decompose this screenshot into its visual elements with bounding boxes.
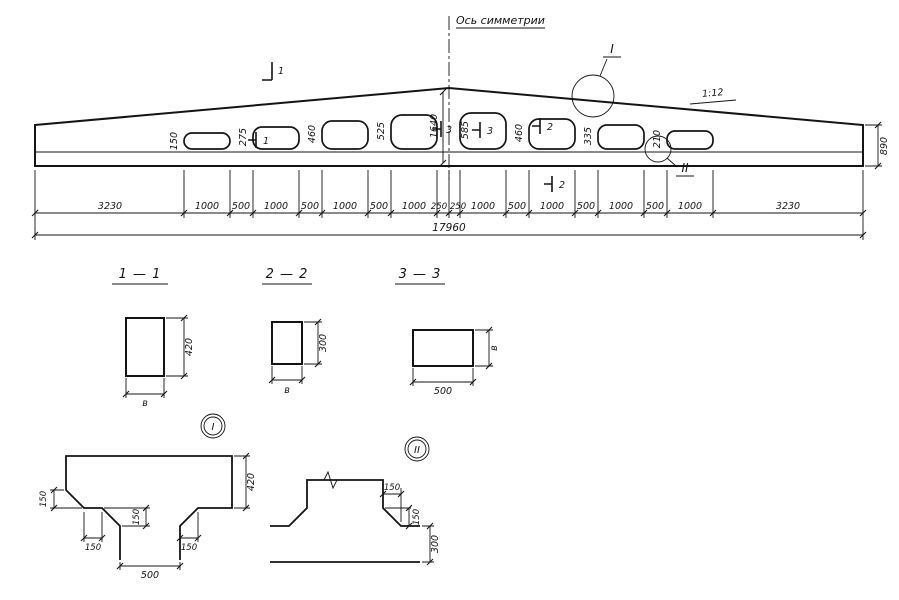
dim-label: 3230	[98, 201, 122, 212]
web-dim: 210	[652, 130, 663, 148]
detail-1-edge-chamfer-h-dim: 150	[85, 543, 101, 553]
web-dim: 460	[514, 124, 525, 142]
end-height-dim: 890	[865, 121, 890, 170]
dim-label: 250	[450, 202, 466, 212]
dim-label: 3230	[776, 201, 800, 212]
beam-opening	[252, 126, 300, 150]
dim-label: 500	[232, 201, 250, 212]
section-1-1: 1 — 1 420 в	[112, 267, 195, 409]
section-3-3-width-dim: 500	[434, 386, 452, 397]
section-1-1-width-dim: в	[142, 398, 148, 409]
dim-label: 1000	[609, 201, 633, 212]
dim-label: 500	[646, 201, 664, 212]
cut-mark-3-left: 3	[446, 125, 452, 136]
dim-label: 1000	[471, 201, 495, 212]
extension-lines	[34, 170, 864, 240]
detail-view-1: I 420 150 150 150 150 500	[39, 413, 257, 581]
detail-1-depth-dim: 420	[246, 473, 257, 491]
beam-opening	[183, 132, 231, 150]
section-3-3-height-dim: в	[489, 345, 500, 351]
mid-height-label: 1640	[429, 114, 440, 138]
section-cut-marks: 1 1 3 3 2 2	[248, 62, 565, 192]
web-dim: 585	[460, 121, 471, 139]
detail-1-node-label: I	[212, 422, 215, 433]
break-mark	[323, 470, 338, 490]
section-1-1-title: 1 — 1	[119, 267, 162, 282]
detail-2-chamfer-v-dim: 150	[412, 509, 422, 525]
dim-label: 500	[577, 201, 595, 212]
cut-mark-1-top: 1	[278, 66, 284, 77]
web-dim: 460	[307, 125, 318, 143]
end-height-label: 890	[879, 137, 890, 155]
detail-ref-1: I	[571, 42, 621, 118]
detail-2-flange-dim: 300	[430, 535, 441, 553]
section-2-2: 2 — 2 300 в	[262, 267, 329, 396]
detail-2-outline	[270, 479, 420, 527]
dim-label: 500	[301, 201, 319, 212]
section-1-1-shape	[125, 317, 165, 377]
detail-1-outline	[65, 455, 233, 560]
slope-annotation: 1:12	[689, 87, 737, 105]
section-2-2-shape	[271, 321, 303, 365]
dim-label: 1000	[333, 201, 357, 212]
detail-1-post-width-dim: 500	[141, 570, 159, 581]
section-3-3-shape	[412, 329, 474, 367]
dim-label: 1000	[264, 201, 288, 212]
beam-opening	[459, 112, 507, 150]
detail-ref-2: II	[644, 135, 694, 177]
web-height-dims: 150 275 460 525 585 460 335 210	[169, 121, 663, 150]
dim-label: 1000	[540, 201, 564, 212]
beam-opening	[321, 120, 369, 150]
dim-label: 1000	[195, 201, 219, 212]
detail-ref-1-label: I	[610, 42, 614, 56]
section-3-3-title: 3 — 3	[399, 267, 442, 282]
web-dim: 335	[583, 127, 594, 145]
overall-dim-label: 17960	[432, 222, 466, 234]
detail-1-web-chamfer-h-dim: 150	[181, 543, 197, 553]
detail-2-chamfer-h-dim: 150	[384, 483, 400, 493]
section-3-3: 3 — 3 в 500	[395, 267, 500, 397]
mid-height-dim: 1640	[429, 88, 447, 167]
dim-label: 500	[508, 201, 526, 212]
section-2-2-height-dim: 300	[318, 334, 329, 352]
detail-1-web-chamfer-v-dim: 150	[132, 509, 142, 525]
dim-label: 1000	[678, 201, 702, 212]
slope-label: 1:12	[702, 87, 724, 100]
beam-outline	[34, 86, 864, 167]
detail-ref-2-label: II	[681, 161, 689, 175]
cut-mark-3-right: 3	[487, 126, 493, 137]
detail-view-2: II 150 150 300	[270, 436, 441, 566]
detail-1-node-circle	[200, 413, 226, 439]
beam-opening	[666, 130, 714, 150]
dim-label: 500	[370, 201, 388, 212]
detail-1-edge-chamfer-v-dim: 150	[39, 491, 49, 507]
section-1-1-height-dim: 420	[184, 338, 195, 356]
section-2-2-title: 2 — 2	[266, 267, 309, 282]
cut-mark-1-inner: 1	[263, 136, 269, 147]
detail-2-node-circle	[404, 436, 430, 462]
cut-mark-2-top: 2	[547, 122, 553, 133]
dim-label: 1000	[402, 201, 426, 212]
web-dim: 275	[238, 128, 249, 146]
beam-opening	[390, 114, 438, 150]
dimension-rows: 3230 1000 500 1000 500 1000 500 1000 250…	[31, 170, 867, 240]
section-2-2-width-dim: в	[284, 385, 290, 396]
web-dim: 525	[376, 122, 387, 140]
beam-elevation: Ось симметрии 1:12 150 275 460 525 585 4…	[34, 14, 890, 192]
detail-2-node-label: II	[414, 445, 420, 456]
beam-opening	[597, 124, 645, 150]
cut-mark-2-bottom: 2	[559, 180, 565, 191]
dim-label: 250	[431, 202, 447, 212]
web-dim: 150	[169, 132, 180, 150]
axis-label: Ось симметрии	[456, 14, 545, 27]
